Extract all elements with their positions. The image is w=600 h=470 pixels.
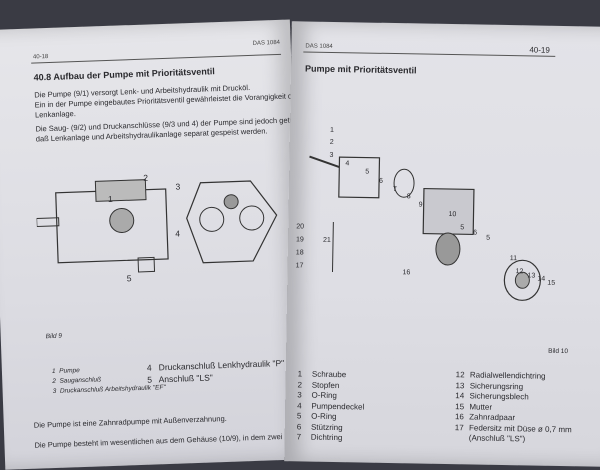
figure-caption: Bild 10	[548, 347, 569, 356]
callout: 12	[515, 268, 524, 276]
callout: 1	[329, 126, 334, 134]
callout: 4	[345, 160, 350, 168]
callout: 21	[322, 236, 331, 244]
callout: 13	[527, 272, 536, 280]
legend-item: 15 Mutter	[455, 401, 493, 412]
callout: 15	[547, 279, 556, 287]
legend-item: 1 Schraube	[297, 369, 347, 380]
callout: 2	[143, 172, 149, 183]
legend-item: 1 Pumpe	[51, 367, 80, 376]
callout: 3	[329, 151, 334, 159]
legend-item: 6 Stützring	[296, 421, 343, 432]
right-page: DAS 1084 40-19 Pumpe mit Prioritätsventi…	[284, 21, 600, 467]
legend-item: 7 Dichtring	[296, 432, 343, 443]
callout: 10	[448, 211, 457, 219]
callout: 9	[418, 201, 423, 209]
page-number: 40-19	[529, 45, 550, 55]
callout: 16	[402, 269, 411, 277]
paragraph-line: Lenkanlage.	[34, 109, 77, 120]
callout: 18	[295, 249, 304, 257]
callout: 6	[473, 229, 478, 237]
callout: 2	[329, 138, 334, 146]
callout: 3	[175, 181, 181, 192]
callout: 14	[537, 275, 546, 283]
section-title: Pumpe mit Prioritätsventil	[304, 63, 417, 76]
callout: 17	[295, 262, 304, 270]
legend-item: 2 Stopfen	[297, 379, 340, 390]
exploded-view-drawing	[309, 155, 541, 301]
callout: 5	[365, 168, 370, 176]
callout: 11	[509, 255, 518, 263]
paragraph-line: Die Pumpe ist eine Zahnradpumpe mit Auße…	[33, 413, 227, 430]
section-title: 40.8 Aufbau der Pumpe mit Prioritätsvent…	[33, 66, 215, 83]
callout: 5	[486, 234, 491, 242]
legend-item: 3 O-Ring	[297, 390, 337, 401]
page-number: 40-18	[32, 53, 49, 61]
legend-item: 14 Sicherungsblech	[455, 391, 529, 402]
callout: 4	[175, 228, 181, 239]
legend-item: 2 Sauganschluß	[52, 376, 102, 386]
legend-item: 4 Druckanschluß Lenkhydraulik "P"	[146, 357, 285, 373]
header-right: DAS 1084	[252, 39, 281, 47]
callout: 8	[406, 193, 411, 201]
legend-item: 3 Druckanschluß Arbeitshydraulik "EF"	[52, 384, 166, 396]
legend-item: 4 Pumpendeckel	[297, 400, 365, 412]
callout: 20	[296, 223, 305, 231]
legend-item: 16 Zahnradpaar	[454, 412, 516, 423]
callout: 1	[107, 193, 113, 204]
pump-drawing	[36, 179, 278, 273]
callout: 5	[460, 224, 465, 232]
callout: 6	[379, 177, 384, 185]
legend-item: 17 Federsitz mit Düse ø 0,7 mm	[454, 422, 572, 434]
header-left: DAS 1084	[305, 43, 333, 50]
left-page: 40-18 DAS 1084 40.8 Aufbau der Pumpe mit…	[0, 19, 319, 470]
legend-item: 12 Radialwellendichtring	[455, 370, 546, 381]
header-rule	[31, 53, 282, 64]
legend-item: (Anschluß "LS")	[468, 433, 526, 444]
paragraph-line: Die Pumpe besteht im wesentlichen aus de…	[34, 430, 320, 450]
figure-caption: Bild 9	[45, 332, 63, 341]
callout: 7	[392, 186, 397, 194]
legend-item: 5 O-Ring	[296, 411, 337, 422]
callout: 5	[126, 273, 132, 284]
legend-item: 5 Anschluß "LS"	[147, 372, 214, 385]
callout: 19	[295, 236, 304, 244]
legend-item: 13 Sicherungsring	[455, 380, 524, 391]
header-rule	[303, 51, 556, 57]
